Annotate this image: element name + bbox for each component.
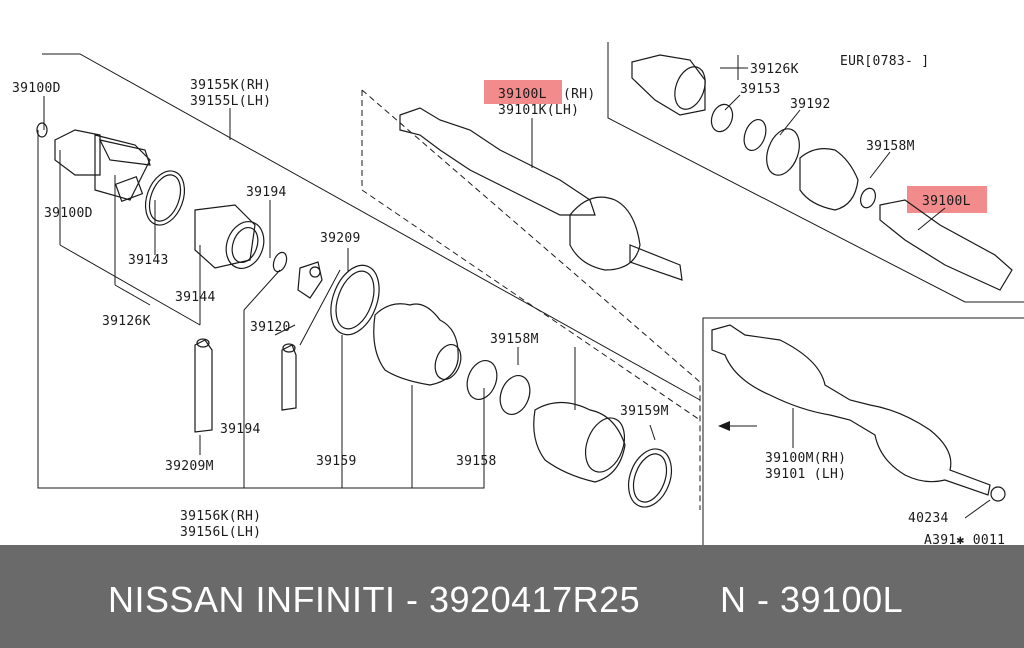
eur-section-frame bbox=[607, 42, 1024, 303]
label-39153: 39153 bbox=[740, 82, 781, 97]
main-frame-left-bracket bbox=[37, 130, 485, 489]
highlight-box-39100l bbox=[907, 186, 987, 213]
label-39156k: 39156K(RH) bbox=[180, 509, 261, 524]
dashed-boundary-lower bbox=[361, 89, 701, 510]
label-39100d-lower: 39100D bbox=[44, 206, 93, 221]
label-39209m: 39209M bbox=[165, 459, 214, 474]
center-drive-shaft bbox=[399, 107, 683, 281]
label-39143: 39143 bbox=[128, 253, 169, 268]
label-39101: 39101 (LH) bbox=[765, 467, 846, 482]
label-39126k: 39126K bbox=[102, 314, 151, 329]
label-39158m: 39158M bbox=[490, 332, 539, 347]
label-39100l-highlight: 39100L bbox=[922, 194, 971, 209]
inset-box bbox=[702, 317, 1024, 545]
oem-part-number: N - 39100L bbox=[720, 579, 904, 620]
eur-shaft-assembly bbox=[631, 54, 1013, 291]
label-39126k-top: 39126K bbox=[750, 62, 799, 77]
label-39209: 39209 bbox=[320, 231, 361, 246]
label-39100l-rh-suffix: (RH) bbox=[563, 87, 596, 102]
leader-lines bbox=[43, 55, 991, 519]
label-39144: 39144 bbox=[175, 290, 216, 305]
inner-joint-assembly bbox=[36, 122, 673, 508]
label-39101k: 39101K(LH) bbox=[498, 103, 579, 118]
label-39100m: 39100M(RH) bbox=[765, 451, 846, 466]
label-diagram-reference: A391✱ 0011 bbox=[924, 533, 1005, 545]
label-39159m: 39159M bbox=[620, 404, 669, 419]
label-39155k: 39155K(RH) bbox=[190, 78, 271, 93]
label-39100d-top: 39100D bbox=[12, 81, 61, 96]
drive-shaft-exploded-diagram: 39100D 39155K(RH) 39155L(LH) 39100L (RH)… bbox=[12, 42, 1024, 545]
brand-part-number: NISSAN INFINITI - 3920417R25 bbox=[108, 579, 641, 620]
label-39156l: 39156L(LH) bbox=[180, 525, 261, 540]
label-39100l-rh: 39100L bbox=[498, 87, 547, 102]
label-39194-lower: 39194 bbox=[220, 422, 261, 437]
part-number-banner: NISSAN INFINITI - 3920417R25 N - 39100L bbox=[0, 545, 1024, 648]
label-39155l: 39155L(LH) bbox=[190, 94, 271, 109]
inset-assembled-shaft bbox=[711, 324, 1006, 502]
label-39194-upper: 39194 bbox=[246, 185, 287, 200]
label-39120: 39120 bbox=[250, 320, 291, 335]
label-39158: 39158 bbox=[456, 454, 497, 469]
label-39159: 39159 bbox=[316, 454, 357, 469]
label-39192: 39192 bbox=[790, 97, 831, 112]
label-39158m-top: 39158M bbox=[866, 139, 915, 154]
label-eur-range: EUR[0783- ] bbox=[840, 54, 929, 69]
main-frame-top-line bbox=[42, 53, 701, 401]
label-40234: 40234 bbox=[908, 511, 949, 526]
highlight-box-39100l-rh bbox=[484, 80, 562, 104]
dashed-boundary-upper bbox=[361, 90, 701, 421]
